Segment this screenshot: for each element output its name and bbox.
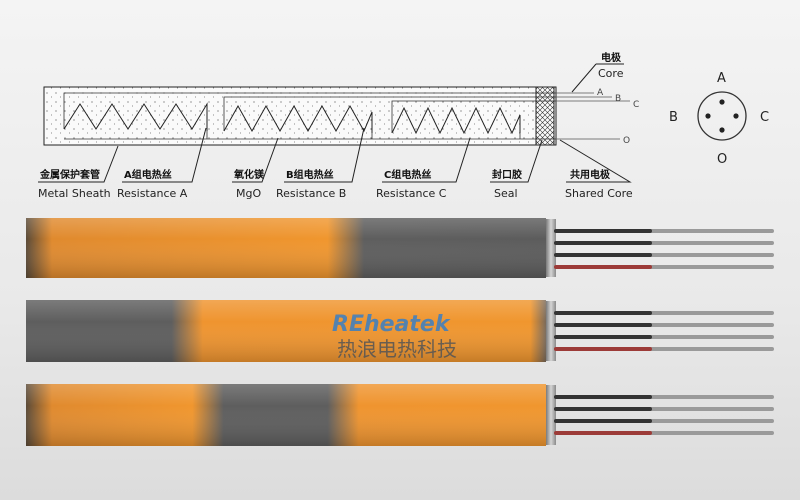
label-mgo-cn: 氧化镁 [233,168,264,181]
mgo-fill [44,87,536,145]
label-seal-en: Seal [494,187,518,200]
label-leaders [38,127,632,183]
resistance-a-coil [63,102,208,131]
brand-logo-en: REheatek [332,312,451,337]
pin-label-a: A [717,71,726,86]
pin-label-b: B [669,110,678,125]
pin-label-c: C [760,110,769,125]
brand-logo-cn: 热浪电热科技 [337,337,457,361]
resistance-c-coil [391,106,521,135]
heater-2-lead-wires [554,311,774,351]
core-label-cn: 电极 [601,51,622,64]
label-resistance-b-en: Resistance B [276,187,346,200]
seal-block [535,86,555,146]
wire-label-c: C [633,100,639,110]
core-leader-line [571,63,624,93]
label-resistance-c-en: Resistance C [376,187,447,200]
heater-2-end-cap [546,301,556,361]
label-resistance-c-cn: C组电热丝 [384,168,431,181]
heater-photo-1 [26,218,774,278]
label-metal-sheath-cn: 金属保护套管 [39,168,100,181]
label-resistance-a-en: Resistance A [117,187,188,200]
wire-label-o: O [623,136,630,146]
pin-o [719,127,725,133]
pin-layout-outline [697,91,747,141]
resistance-b-coil [223,104,373,133]
heater-photo-2: REheatek 热浪电热科技 [26,300,774,362]
core-label-en: Core [598,67,624,80]
label-shared-core-en: Shared Core [565,187,633,200]
label-metal-sheath-en: Metal Sheath [38,187,111,200]
pin-a [719,99,725,105]
heater-1-end-cap [546,219,556,277]
heater-photo-3 [26,384,774,446]
heater-3-end-cap [546,385,556,445]
label-mgo-en: MgO [236,187,261,200]
label-resistance-a-cn: A组电热丝 [124,168,172,181]
label-seal-cn: 封口胶 [492,168,522,181]
pin-c [733,113,739,119]
external-wires [556,92,630,140]
pin-label-o: O [717,152,727,167]
label-shared-core-cn: 共用电极 [570,168,611,181]
wire-label-b: B [615,94,621,104]
brand-watermark: REheatek 热浪电热科技 [332,312,457,361]
internal-cores [63,92,556,140]
heater-3-lead-wires [554,395,774,435]
pin-layout-diagram: A B C O [669,71,769,167]
pin-b [705,113,711,119]
label-resistance-b-cn: B组电热丝 [286,168,334,181]
heater-1-lead-wires [554,229,774,269]
cross-section-diagram: A B C O 电极 Core 金属保护套管 Metal Sheath A组电热… [38,51,639,200]
wire-label-a: A [597,88,604,98]
